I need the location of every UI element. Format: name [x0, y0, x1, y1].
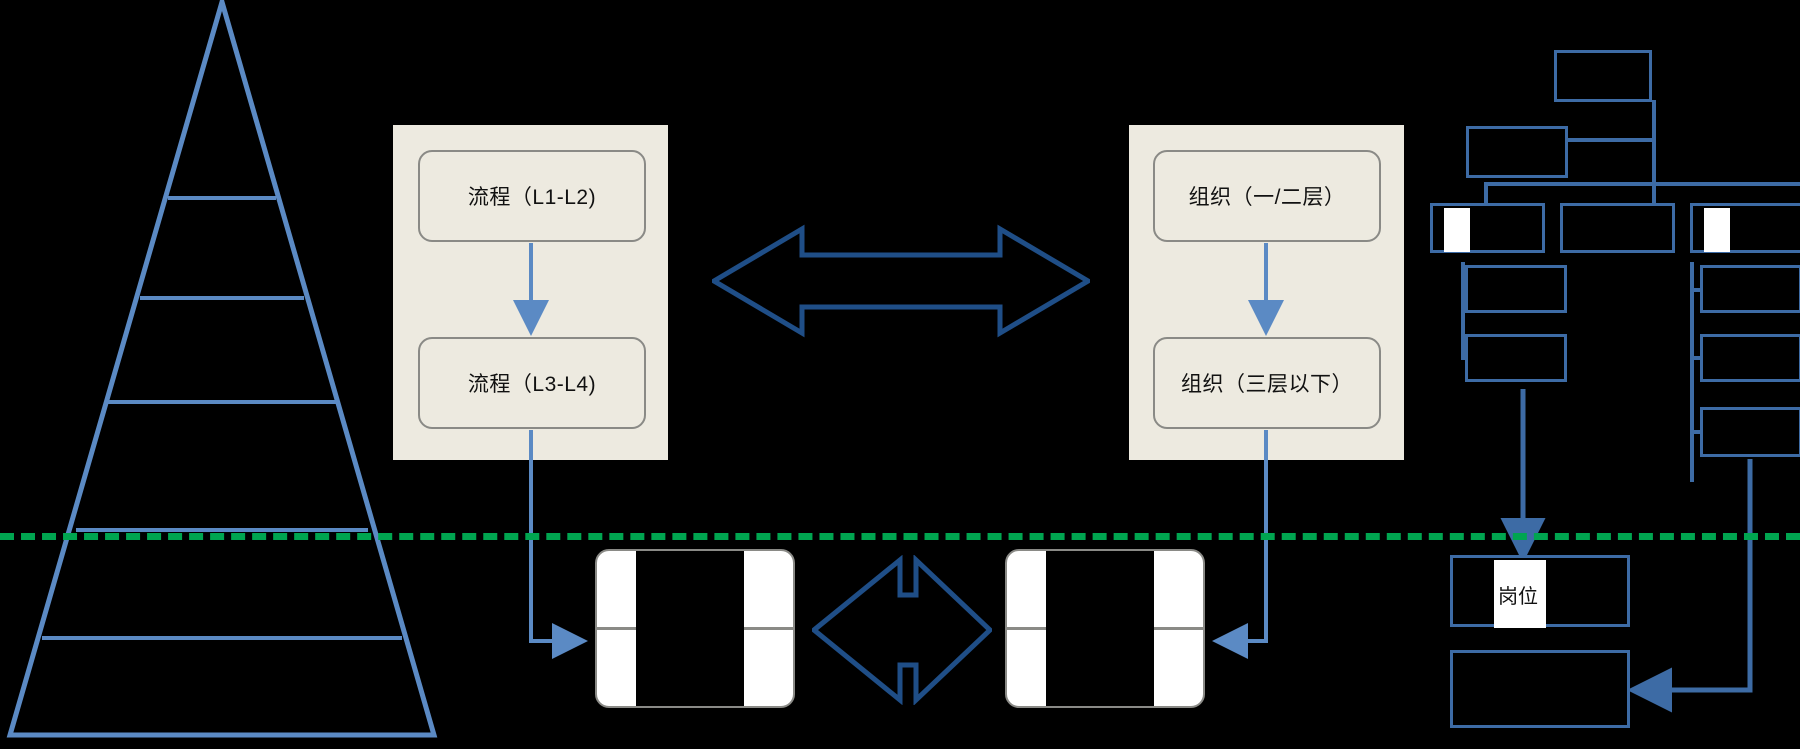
- org-chart-position-label: 岗位: [1498, 585, 1538, 608]
- org-chart-line-dept-a-down: [1484, 182, 1488, 207]
- org-detail-redaction: [1046, 551, 1154, 706]
- org-level-1-2-label: 组织（一/二层）: [1188, 186, 1346, 209]
- org-chart-sub-a1[interactable]: [1465, 265, 1567, 313]
- org-chart-staff[interactable]: [1466, 126, 1568, 178]
- org-chart-dept-a[interactable]: [1430, 203, 1545, 253]
- governance-boundary-line: [0, 533, 1800, 540]
- org-level-1-2-node[interactable]: 组织（一/二层）: [1153, 150, 1381, 242]
- org-chart-line-a-spine: [1461, 262, 1465, 360]
- process-l3-l4-node[interactable]: 流程（L3-L4): [418, 337, 646, 429]
- org-chart-position[interactable]: 岗位: [1450, 555, 1630, 628]
- org-chart-sub-c3[interactable]: [1700, 407, 1800, 457]
- org-chart-dept-a-patch: [1444, 208, 1470, 252]
- org-level-3-below-label: 组织（三层以下）: [1181, 373, 1353, 396]
- org-chart-dept-c-patch: [1704, 208, 1730, 252]
- org-chart-line-dept-b-down: [1652, 182, 1656, 207]
- detail-bidirectional-arrow: [812, 555, 992, 705]
- org-chart-sub-c1[interactable]: [1700, 265, 1800, 313]
- process-org-bidirectional-arrow: [712, 224, 1090, 338]
- process-l3-l4-label: 流程（L3-L4): [467, 373, 597, 396]
- org-chart-line-bus-bar: [1484, 182, 1800, 186]
- org-chart-line-staff: [1522, 138, 1656, 142]
- capability-pyramid: [6, 0, 438, 738]
- process-detail-redaction: [636, 551, 744, 706]
- org-chart-position-label-patch: 岗位: [1494, 560, 1546, 628]
- process-l1-l2-label: 流程（L1-L2): [467, 186, 597, 209]
- org-chart-line-c-spine: [1690, 262, 1694, 482]
- org-chart-line-root-down: [1652, 100, 1656, 142]
- org-chart-sub-c2[interactable]: [1700, 334, 1800, 382]
- org-chart-dept-b[interactable]: [1560, 203, 1675, 253]
- org-chart-root[interactable]: [1554, 50, 1652, 102]
- process-l1-l2-node[interactable]: 流程（L1-L2): [418, 150, 646, 242]
- org-level-3-below-node[interactable]: 组织（三层以下）: [1153, 337, 1381, 429]
- org-chart-sub-a2[interactable]: [1465, 334, 1567, 382]
- org-chart-dept-c[interactable]: [1690, 203, 1800, 253]
- org-chart-position-detail[interactable]: [1450, 650, 1630, 728]
- org-chart-line-root-to-bus: [1652, 142, 1656, 184]
